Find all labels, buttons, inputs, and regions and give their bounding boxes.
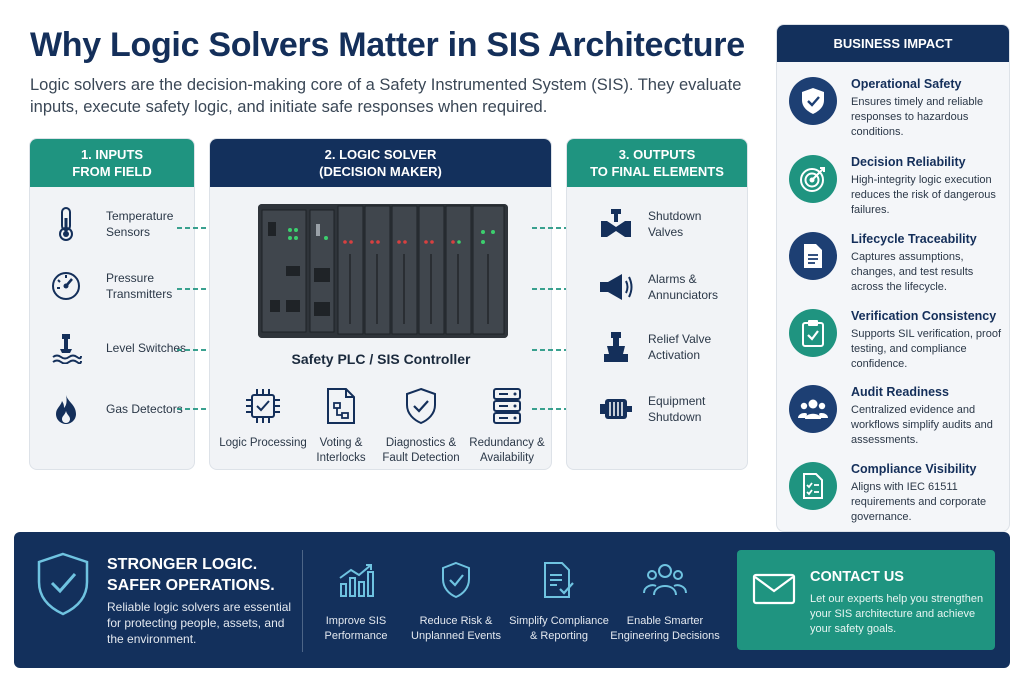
flame-icon [48, 391, 84, 427]
outputs-panel: 3. OUTPUTS TO FINAL ELEMENTS [566, 138, 748, 470]
shield-check-icon [789, 77, 837, 125]
document-check-icon [504, 560, 614, 600]
outputs-heading: 3. OUTPUTS TO FINAL ELEMENTS [567, 139, 747, 187]
motor-icon [598, 391, 634, 427]
bar-chart-icon [301, 560, 411, 600]
document-flow-icon [296, 386, 386, 426]
shield-check-icon [376, 386, 466, 426]
banner-feature: Enable Smarter Engineering Decisions [610, 560, 720, 644]
input-item: Gas Detectors [48, 391, 196, 427]
gauge-icon [48, 268, 84, 304]
output-item: Shutdown Valves [598, 206, 738, 242]
solver-feature: Diagnostics & Fault Detection [376, 386, 466, 466]
banner-headline: STRONGER LOGIC. SAFER OPERATIONS. [107, 556, 275, 594]
clipboard-check-icon [789, 309, 837, 357]
banner-feature: Improve SIS Performance [301, 560, 411, 644]
banner-description: Reliable logic solvers are essential for… [107, 600, 292, 646]
banner-feature: Simplify Compliance & Reporting [504, 560, 614, 644]
input-item: Temperature Sensors [48, 206, 196, 242]
banner-divider [302, 550, 303, 652]
level-icon [48, 330, 84, 366]
safety-plc-image [258, 204, 508, 338]
people-icon [610, 560, 720, 600]
relief-valve-icon [598, 329, 634, 365]
contact-us-card[interactable] [737, 550, 995, 650]
shield-check-icon [36, 552, 90, 621]
output-item: Equipment Shutdown [598, 391, 738, 427]
server-icon [462, 386, 552, 426]
page-title: Why Logic Solvers Matter in SIS Architec… [30, 26, 745, 64]
solver-feature: Redundancy & Availability [462, 386, 552, 466]
megaphone-icon [598, 269, 634, 305]
people-icon [789, 385, 837, 433]
input-item: Pressure Transmitters [48, 268, 196, 304]
document-icon [789, 232, 837, 280]
inputs-heading: 1. INPUTS FROM FIELD [30, 139, 194, 187]
solver-feature: Voting & Interlocks [296, 386, 386, 466]
solver-heading: 2. LOGIC SOLVER (DECISION MAKER) [210, 139, 551, 187]
output-item: Relief Valve Activation [598, 329, 738, 365]
mail-icon [752, 573, 796, 610]
contact-description: Let our experts help you strengthen your… [810, 593, 984, 635]
input-item: Level Switches [48, 330, 196, 366]
chip-icon [218, 386, 308, 426]
valve-icon [598, 206, 634, 242]
page-subtitle: Logic solvers are the decision-making co… [30, 76, 742, 116]
target-icon [789, 155, 837, 203]
business-impact-heading: BUSINESS IMPACT [777, 25, 1009, 62]
plc-label: Safety PLC / SIS Controller [291, 351, 471, 367]
banner-feature: Reduce Risk & Unplanned Events [401, 560, 511, 644]
shield-check-icon [401, 560, 511, 600]
solver-feature: Logic Processing [218, 386, 308, 451]
business-impact-panel: BUSINESS IMPACT Operational Safety Ensur… [776, 24, 1010, 532]
thermometer-icon [48, 206, 84, 242]
contact-title[interactable]: CONTACT US [810, 569, 904, 585]
output-item: Alarms & Annunciators [598, 269, 738, 305]
checklist-icon [789, 462, 837, 510]
